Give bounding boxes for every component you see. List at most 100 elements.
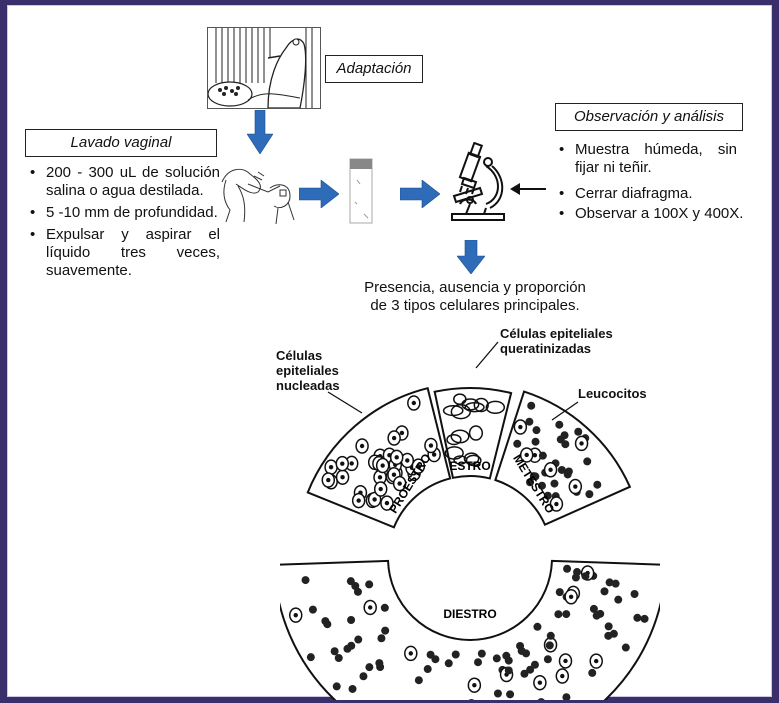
- slide-tube-icon: [349, 158, 373, 224]
- nucleated-cell: [555, 668, 570, 684]
- leukocyte: [423, 665, 432, 674]
- leukocyte: [533, 622, 542, 631]
- leukocyte: [563, 564, 572, 573]
- leukocyte: [504, 666, 513, 675]
- leukocyte: [301, 576, 310, 585]
- leukocyte: [308, 605, 317, 614]
- leukocyte: [513, 439, 522, 448]
- nucleated-cell: [380, 495, 394, 511]
- leukocyte: [493, 689, 502, 698]
- observacion-bullet: •Muestra húmeda, sin fijar ni teñir.: [559, 141, 737, 176]
- pointer-leukocytes: [551, 401, 579, 421]
- observacion-title: Observación y análisis: [573, 108, 725, 125]
- sector-diestro: [280, 559, 660, 700]
- nucleated-cell: [389, 449, 404, 466]
- result-caption: Presencia, ausencia y proporción de 3 ti…: [340, 279, 610, 315]
- leukocyte: [351, 582, 360, 591]
- nucleated-cell: [321, 472, 336, 488]
- leukocyte: [517, 646, 526, 655]
- pointer-nucleated: [327, 391, 363, 414]
- leukocyte: [550, 479, 559, 488]
- keratinized-cell: [464, 402, 485, 413]
- leukocyte: [581, 572, 590, 581]
- nucleated-cell: [549, 496, 564, 512]
- nucleated-cell: [513, 419, 528, 435]
- leukocyte: [332, 682, 341, 691]
- leukocyte: [593, 480, 602, 489]
- nucleated-cell: [519, 447, 534, 463]
- leukocyte: [605, 578, 614, 587]
- leukocyte: [526, 478, 535, 487]
- leukocyte: [347, 641, 356, 650]
- leukocyte: [451, 650, 460, 659]
- nucleated-cell: [335, 455, 350, 472]
- lavado-bullet: •5 -10 mm de profundidad.: [30, 204, 218, 221]
- rat-in-cage-illustration: [208, 28, 313, 108]
- leukocyte: [375, 659, 384, 668]
- phase-label-diestro: DIESTRO: [443, 607, 496, 621]
- left-pointer-arrow: [510, 183, 546, 195]
- lavado-bullet: •Expulsar y aspirar el líquido tres vece…: [30, 226, 220, 279]
- leukocyte: [574, 427, 583, 436]
- nucleated-cell: [404, 645, 418, 662]
- leukocyte: [614, 595, 623, 604]
- leukocyte: [611, 579, 620, 588]
- nucleated-cell: [568, 478, 583, 495]
- annotation-leukocytes: Leucocitos: [578, 386, 647, 401]
- nucleated-cell: [407, 395, 421, 411]
- nucleated-cell: [533, 674, 547, 691]
- leukocyte: [604, 622, 613, 631]
- nucleated-cell: [288, 607, 303, 623]
- nucleated-cell: [558, 653, 573, 669]
- leukocyte: [592, 611, 601, 620]
- leukocyte: [365, 580, 374, 589]
- leukocyte: [334, 654, 343, 663]
- pointer-keratinized: [475, 341, 499, 369]
- leukocyte: [532, 426, 541, 435]
- lavado-bullet: •200 - 300 uL de solución salina o agua …: [30, 164, 220, 199]
- leukocyte: [323, 620, 332, 629]
- leukocyte: [600, 587, 609, 596]
- nucleated-cell: [367, 491, 382, 508]
- down-arrow-adaptation: [247, 110, 273, 154]
- leukocyte: [431, 655, 440, 664]
- nucleated-cell: [589, 653, 603, 669]
- leukocyte: [359, 672, 368, 681]
- keratinized-cell: [473, 397, 489, 413]
- leukocyte: [526, 665, 535, 674]
- leukocyte: [557, 465, 566, 474]
- adaptation-label: Adaptación: [325, 55, 423, 83]
- leukocyte: [538, 451, 547, 460]
- down-arrow-result: [457, 240, 485, 274]
- phase-label-estro: ESTRO: [449, 459, 490, 473]
- leukocyte: [543, 655, 552, 664]
- leukocyte: [525, 417, 534, 426]
- keratinized-cell: [485, 400, 506, 414]
- nucleated-cell: [427, 446, 441, 463]
- leukocyte: [545, 641, 554, 650]
- nucleated-cell: [335, 469, 350, 485]
- leukocyte: [563, 470, 572, 479]
- leukocyte: [604, 631, 613, 640]
- hands-holding-mouse-illustration: [221, 168, 295, 224]
- leukocyte: [537, 698, 545, 700]
- leukocyte: [492, 654, 501, 663]
- leukocyte: [531, 472, 540, 481]
- leukocyte: [583, 457, 592, 466]
- rat-cage-image: [207, 27, 321, 109]
- nucleated-cell: [424, 437, 438, 454]
- leukocyte: [630, 589, 639, 598]
- keratinized-cell: [463, 452, 480, 465]
- nucleated-cell: [363, 599, 377, 616]
- leukocyte: [621, 643, 630, 652]
- leukocyte: [527, 401, 536, 410]
- nucleated-cell: [351, 492, 366, 509]
- leukocyte: [530, 660, 539, 669]
- nucleated-cell: [392, 475, 407, 492]
- keratinized-cell: [446, 433, 462, 446]
- leukocyte: [531, 437, 540, 446]
- result-line-1: Presencia, ausencia y proporción: [364, 279, 586, 296]
- leukocyte: [546, 631, 555, 640]
- leukocyte: [477, 649, 486, 658]
